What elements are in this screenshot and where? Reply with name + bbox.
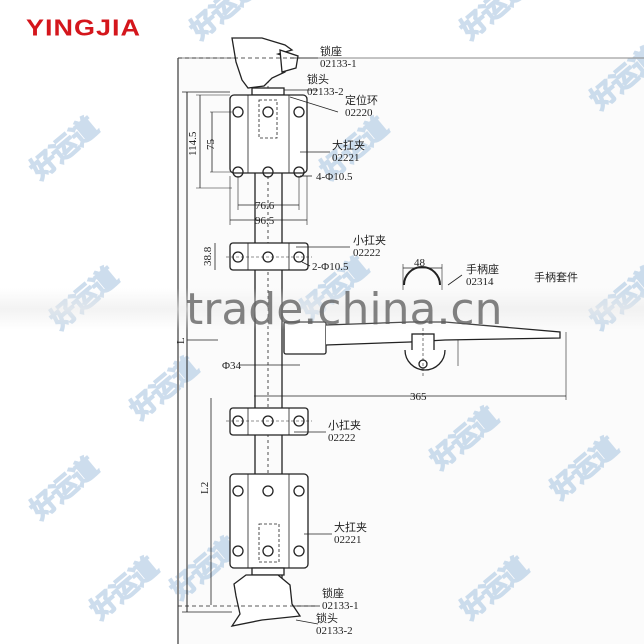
small-clamp-bottom [226, 407, 312, 436]
label-handle-kit: 手柄套件 [534, 270, 578, 284]
label-big-clamp-top-code: 02221 [332, 152, 360, 164]
big-clamp-top [229, 94, 308, 178]
top-lock-seat [178, 37, 300, 96]
label-top-lock-seat-code: 02133-1 [320, 58, 357, 70]
label-top-lock-head-name: 锁头 [307, 72, 329, 86]
dim-lower-length: L2 [199, 482, 211, 494]
label-bottom-lock-head-code: 02133-2 [316, 625, 353, 637]
dim-holes-big: 4-Φ10.5 [316, 171, 353, 183]
small-clamp-top [226, 242, 312, 271]
label-big-clamp-top-name: 大扛夹 [332, 138, 365, 152]
label-small-clamp-top-code: 02222 [353, 247, 381, 259]
dim-handle-length: 365 [410, 391, 427, 403]
label-big-clamp-bottom-code: 02221 [334, 534, 362, 546]
watermark-band [0, 288, 644, 330]
label-handle-seat-name: 手柄座 [466, 262, 499, 276]
label-bottom-lock-seat-name: 锁座 [322, 586, 344, 600]
label-handle-seat-code: 02314 [466, 276, 494, 288]
label-bottom-lock-head-name: 锁头 [316, 611, 338, 625]
label-locating-ring-code: 02220 [345, 107, 373, 119]
dim-small-clamp-height: 38.8 [202, 246, 214, 266]
label-top-lock-seat-name: 锁座 [320, 44, 342, 58]
label-top-lock-head-code: 02133-2 [307, 86, 344, 98]
bottom-lock-seat [178, 567, 320, 627]
dim-hole-spacing-horizontal: 76.6 [255, 200, 275, 212]
brand-logo: YINGJIA [26, 15, 142, 41]
dim-total-length: L [175, 337, 187, 344]
dim-pipe-diameter: Φ34 [222, 360, 242, 372]
dim-big-clamp-height: 114.5 [187, 131, 199, 156]
dim-handle-width: 48 [414, 257, 426, 269]
label-locating-ring-name: 定位环 [345, 93, 378, 107]
big-clamp-bottom [229, 473, 309, 569]
label-small-clamp-bottom-code: 02222 [328, 432, 356, 444]
dim-big-clamp-width: 96.5 [255, 215, 275, 227]
site-watermark: trade.china.cn [186, 284, 503, 335]
label-small-clamp-bottom-name: 小扛夹 [328, 419, 361, 432]
dim-hole-spacing-vertical: 75 [205, 139, 217, 151]
dim-holes-small: 2-Φ10.5 [312, 261, 349, 273]
label-bottom-lock-seat-code: 02133-1 [322, 600, 359, 612]
label-small-clamp-top-name: 小扛夹 [353, 234, 386, 247]
label-big-clamp-bottom-name: 大扛夹 [334, 520, 367, 534]
